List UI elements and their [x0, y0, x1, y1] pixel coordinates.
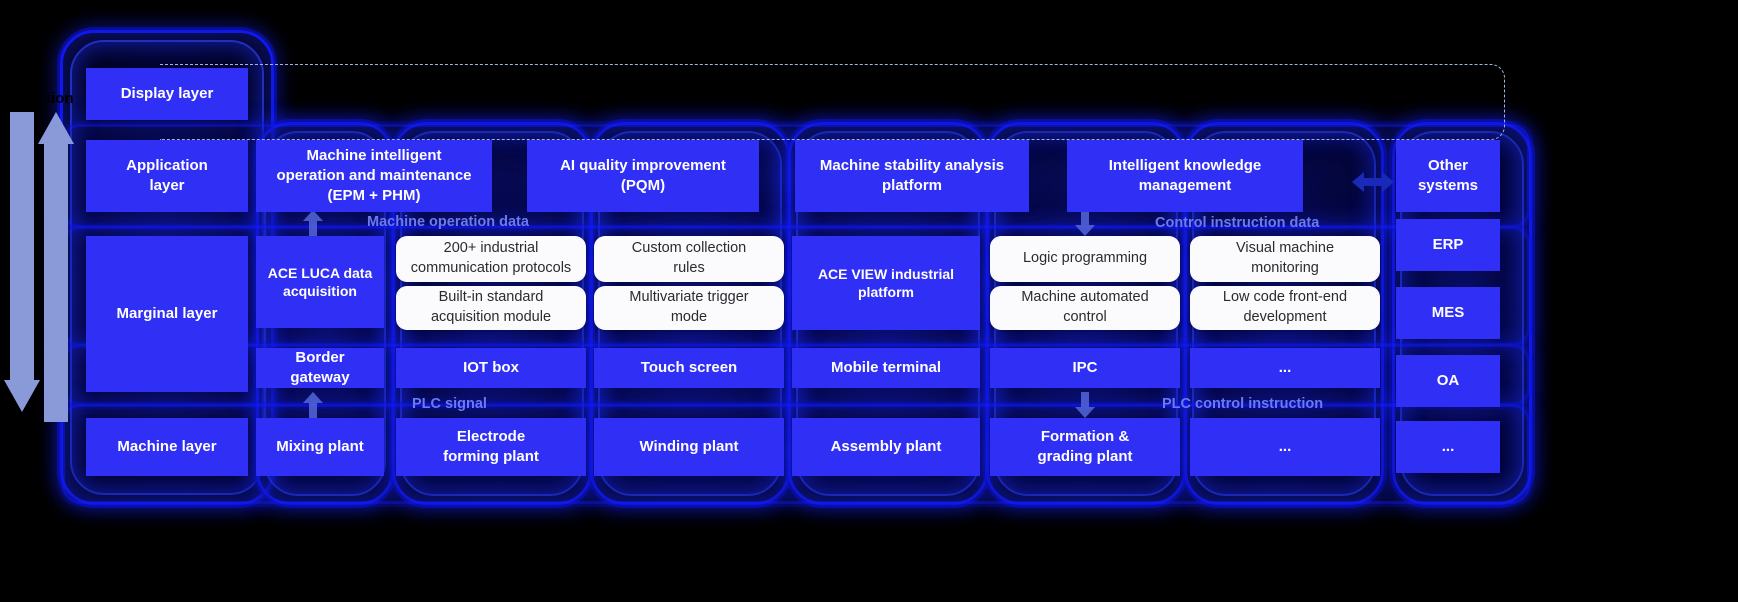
layer-label-application: Application layer: [86, 140, 248, 212]
marginal-feature-200plus-protocols[interactable]: 200+ industrial communication protocols: [396, 236, 586, 282]
machine-plant-assembly[interactable]: Assembly plant: [792, 418, 980, 476]
machine-plant-mixing[interactable]: Mixing plant: [256, 418, 384, 476]
application-item-ai-quality-improvement[interactable]: AI quality improvement (PQM): [527, 140, 759, 212]
layer-label-marginal: Marginal layer: [86, 236, 248, 392]
plc-control-instruction-down-arrow: [1075, 392, 1095, 418]
device-border-gateway[interactable]: Border gateway: [256, 348, 384, 388]
marginal-feature-custom-collection-rules[interactable]: Custom collection rules: [594, 236, 784, 282]
right-system-oa[interactable]: OA: [1396, 355, 1500, 407]
marginal-feature-builtin-standard-module[interactable]: Built-in standard acquisition module: [396, 286, 586, 330]
application-item-other-systems[interactable]: Other systems: [1396, 140, 1500, 212]
application-item-machine-intelligent-om[interactable]: Machine intelligent operation and mainte…: [256, 140, 492, 212]
control-instruction-data-down-arrow: [1075, 210, 1095, 236]
plc-signal-up-arrow: [303, 392, 323, 418]
application-item-intelligent-knowledge-management[interactable]: Intelligent knowledge management: [1067, 140, 1303, 212]
device-mobile-terminal[interactable]: Mobile terminal: [792, 348, 980, 388]
marginal-feature-visual-machine-monitoring[interactable]: Visual machine monitoring: [1190, 236, 1380, 282]
device-ipc[interactable]: IPC: [990, 348, 1180, 388]
marginal-ace-luca-data-acquisition[interactable]: ACE LUCA data acquisition: [256, 236, 384, 328]
flow-label-plc-signal: PLC signal: [412, 396, 487, 412]
flow-label-plc-control-instruction: PLC control instruction: [1162, 396, 1324, 412]
layer-label-machine: Machine layer: [86, 418, 248, 476]
flow-label-control-instruction-data: Control instruction data: [1155, 215, 1320, 231]
down-arrow: [4, 112, 40, 412]
marginal-feature-multivariate-trigger-mode[interactable]: Multivariate trigger mode: [594, 286, 784, 330]
machine-plant-formation-grading[interactable]: Formation & grading plant: [990, 418, 1180, 476]
cut-off-label: tion: [46, 90, 74, 107]
machine-operation-data-up-arrow: [303, 210, 323, 236]
right-system-ellipsis[interactable]: ...: [1396, 421, 1500, 473]
layer-label-display: Display layer: [86, 68, 248, 120]
marginal-ace-view-industrial-platform[interactable]: ACE VIEW industrial platform: [792, 236, 980, 330]
marginal-feature-low-code-front-end-development[interactable]: Low code front-end development: [1190, 286, 1380, 330]
machine-plant-winding[interactable]: Winding plant: [594, 418, 784, 476]
bidirectional-arrow-other-systems: [1352, 172, 1394, 192]
marginal-feature-logic-programming[interactable]: Logic programming: [990, 236, 1180, 282]
right-system-erp[interactable]: ERP: [1396, 219, 1500, 271]
machine-plant-ellipsis[interactable]: ...: [1190, 418, 1380, 476]
machine-plant-electrode-forming[interactable]: Electrode forming plant: [396, 418, 586, 476]
right-system-mes[interactable]: MES: [1396, 287, 1500, 339]
device-iot-box[interactable]: IOT box: [396, 348, 586, 388]
application-item-machine-stability-analysis[interactable]: Machine stability analysis platform: [795, 140, 1029, 212]
up-arrow: [38, 112, 74, 422]
display-layer-dashed-connector: [160, 64, 1505, 140]
device-ellipsis[interactable]: ...: [1190, 348, 1380, 388]
device-touch-screen[interactable]: Touch screen: [594, 348, 784, 388]
marginal-feature-machine-automated-control[interactable]: Machine automated control: [990, 286, 1180, 330]
flow-label-machine-operation-data: Machine operation data: [367, 214, 529, 230]
